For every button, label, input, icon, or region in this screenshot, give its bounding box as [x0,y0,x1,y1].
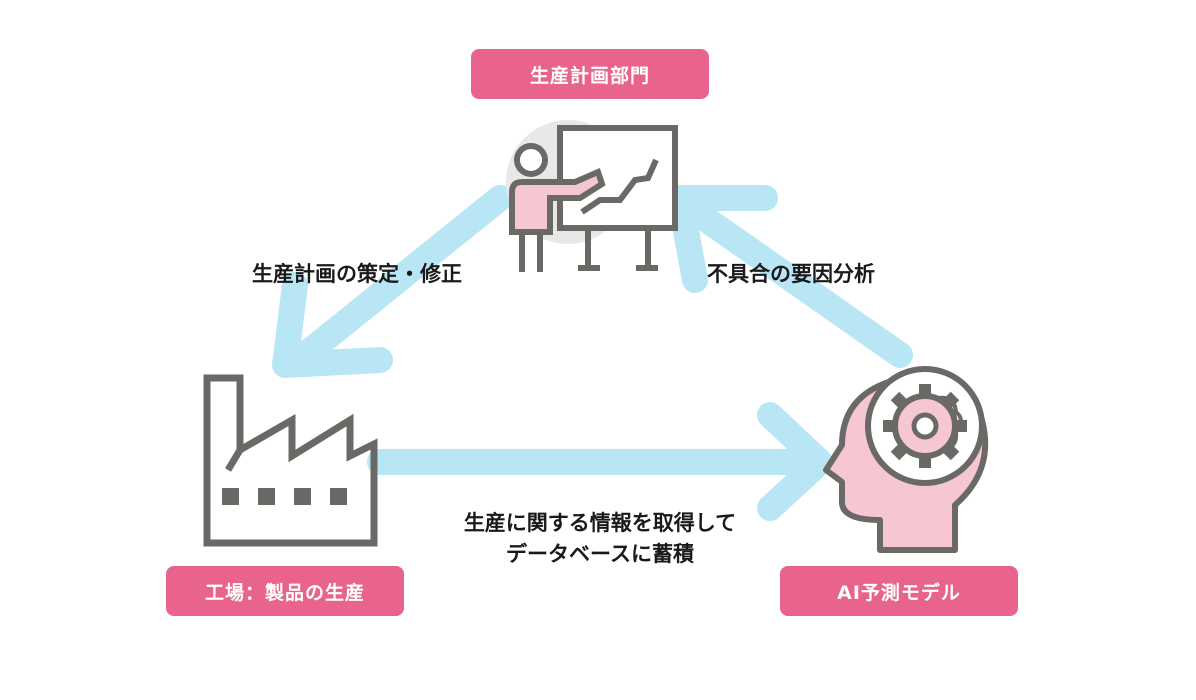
factory-badge: 工場：製品の生産 [166,566,404,616]
arrow-factory-to-ai [367,402,833,521]
arrow-planning-to-factory [272,185,513,378]
factory-label: 工場：製品の生産 [204,581,365,604]
planning-dept-label: 生産計画部門 [529,64,650,87]
planning-dept-badge: 生産計画部門 [471,49,709,99]
edge-label-planning-to-factory: 生産計画の策定・修正 [252,262,462,286]
ai-model-label: AI予測モデル [837,581,961,604]
edge-label-factory-to-ai: 生産に関する情報を取得して データベースに蓄積 [400,508,800,570]
edge-label-ai-to-planning: 不具合の要因分析 [707,262,875,286]
edge-label-factory-to-ai-line-2: データベースに蓄積 [506,542,694,566]
presenter-chart-icon [506,120,678,272]
factory-icon [203,374,378,547]
ai-head-gear-icon [823,366,989,553]
edge-label-factory-to-ai-line-1: 生産に関する情報を取得して [463,511,737,535]
arrow-ai-to-planning [667,185,913,368]
ai-model-badge: AI予測モデル [780,566,1018,616]
